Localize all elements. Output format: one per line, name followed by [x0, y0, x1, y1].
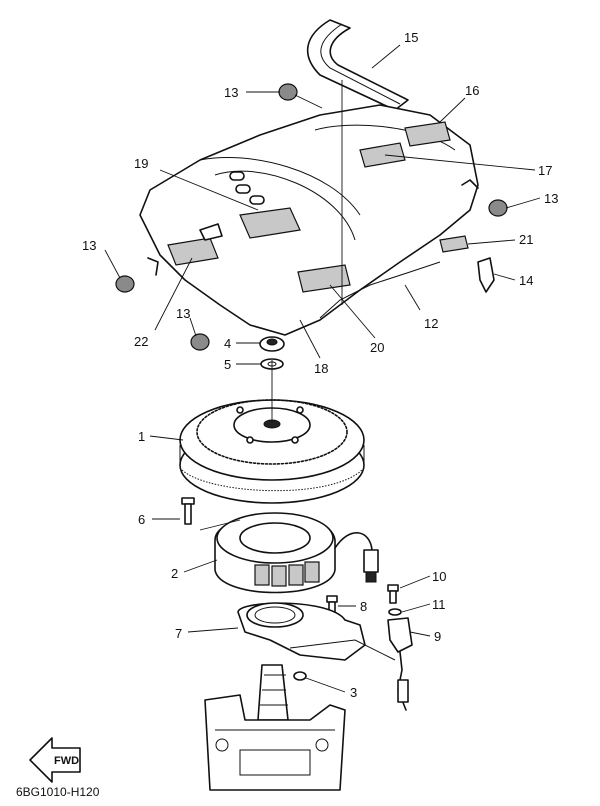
- part-15-hose: [306, 19, 409, 111]
- part-2-stator: [214, 512, 379, 594]
- callout-22: 22: [134, 334, 148, 349]
- part-1-flywheel: [179, 399, 365, 504]
- callout-17: 17: [538, 163, 552, 178]
- callout-2: 2: [171, 566, 178, 581]
- callout-13b: 13: [544, 191, 558, 206]
- flywheel-cover: [139, 104, 479, 336]
- part-4-nut: [259, 336, 285, 352]
- callout-16: 16: [465, 83, 479, 98]
- callout-8: 8: [360, 599, 367, 614]
- part-3-key: [293, 671, 307, 681]
- fwd-label: FWD: [54, 755, 79, 767]
- callout-13a: 13: [224, 85, 238, 100]
- part-7-base-plate: [237, 602, 396, 661]
- part-11-washer: [388, 608, 402, 616]
- callout-12: 12: [424, 316, 438, 331]
- callout-5: 5: [224, 357, 231, 372]
- callout-18: 18: [314, 361, 328, 376]
- callout-13c: 13: [82, 238, 96, 253]
- callout-4: 4: [224, 336, 231, 351]
- part-10-screw: [387, 584, 399, 604]
- callout-19: 19: [134, 156, 148, 171]
- part-14-clip: [477, 257, 495, 293]
- diagram-code: 6BG1010-H120: [16, 785, 100, 799]
- callout-3: 3: [350, 685, 357, 700]
- callout-10: 10: [432, 569, 446, 584]
- callout-labels: 1 2 3 4 5 6 7 8 9 10 11 12 13 13 13 13 1…: [82, 30, 558, 700]
- callout-9: 9: [434, 629, 441, 644]
- callout-7: 7: [175, 626, 182, 641]
- callout-6: 6: [138, 512, 145, 527]
- fwd-arrow-icon: FWD: [29, 737, 81, 783]
- callout-11: 11: [432, 597, 446, 612]
- part-6-bolt: [181, 497, 195, 525]
- callout-21: 21: [519, 232, 533, 247]
- crankshaft-block: [204, 664, 346, 791]
- leader-lines: [104, 44, 541, 693]
- part-9-pulser: [387, 617, 413, 711]
- callout-1: 1: [138, 429, 145, 444]
- callout-20: 20: [370, 340, 384, 355]
- callout-13d: 13: [176, 306, 190, 321]
- callout-14: 14: [519, 273, 533, 288]
- callout-15: 15: [404, 30, 418, 45]
